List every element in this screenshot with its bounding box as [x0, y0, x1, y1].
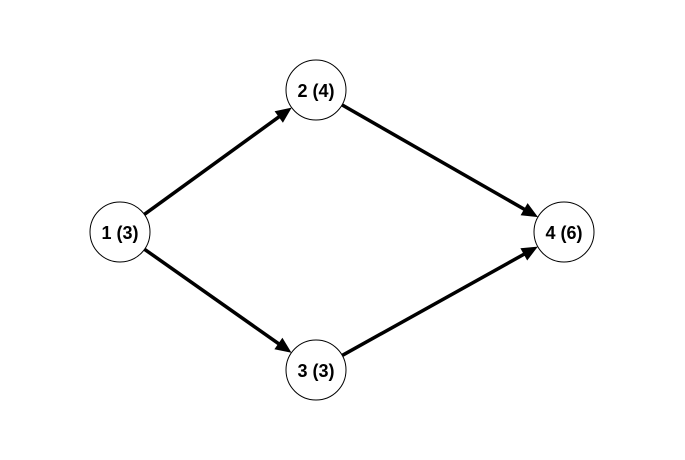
node-label: 4 (6) [545, 223, 582, 243]
arrow-head-icon [274, 337, 292, 353]
node-circle [285, 339, 347, 401]
arrow-head-icon [520, 246, 538, 261]
edges-layer [143, 103, 538, 357]
edge-line [341, 103, 527, 212]
node-2: 2 (4) [285, 59, 347, 121]
edge-2-to-4 [341, 103, 538, 218]
node-circle [285, 59, 347, 121]
edge-line [341, 251, 527, 357]
node-label: 1 (3) [101, 223, 138, 243]
arrow-head-icon [274, 107, 292, 123]
node-label: 2 (4) [297, 81, 334, 101]
edge-line [143, 114, 282, 216]
node-1: 1 (3) [89, 201, 151, 263]
arrow-head-icon [520, 203, 538, 218]
node-label: 3 (3) [297, 361, 334, 381]
edge-1-to-3 [143, 247, 292, 353]
edge-line [143, 247, 282, 347]
node-circle [533, 201, 595, 263]
node-circle [89, 201, 151, 263]
node-3: 3 (3) [285, 339, 347, 401]
nodes-layer: 1 (3) 2 (4) 3 (3) 4 (6) [89, 59, 595, 401]
node-4: 4 (6) [533, 201, 595, 263]
edge-1-to-2 [143, 107, 292, 216]
edge-3-to-4 [341, 246, 538, 357]
